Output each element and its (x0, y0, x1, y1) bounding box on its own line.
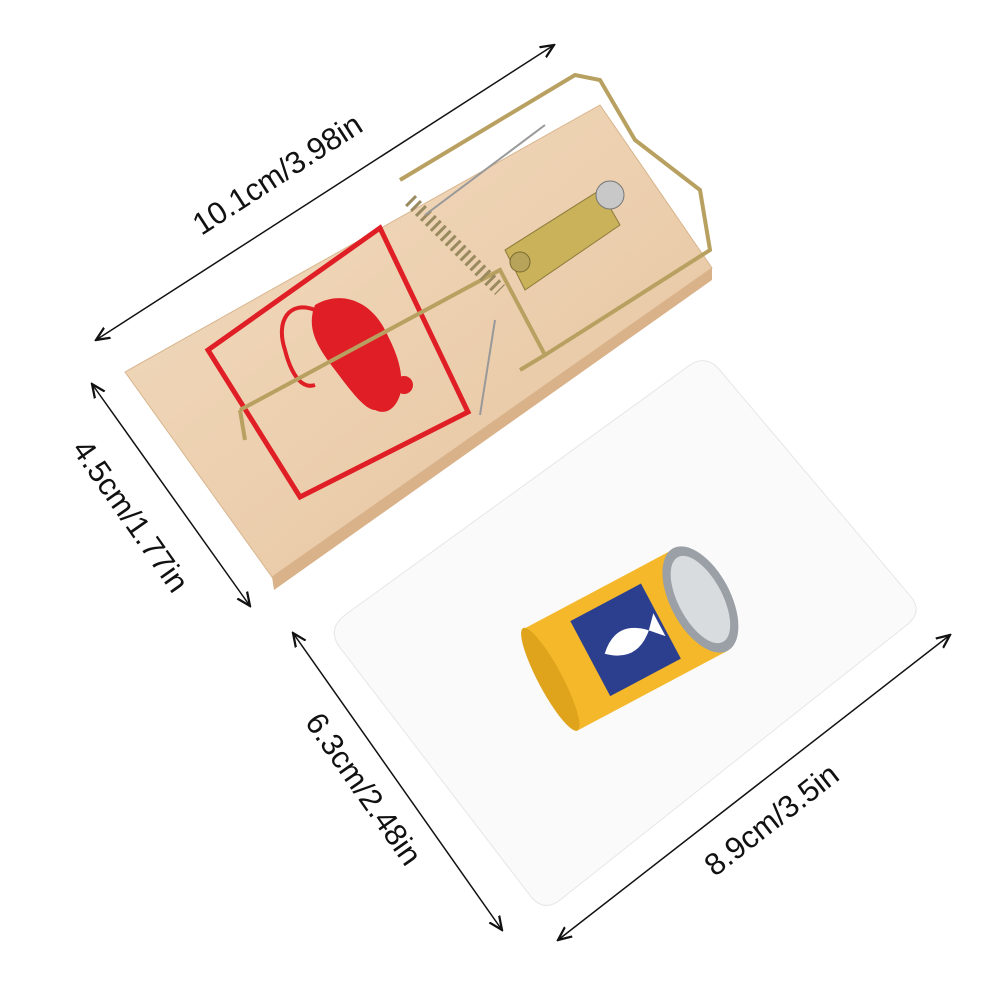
card-height-arrow (293, 633, 502, 930)
trap-length-arrow (96, 45, 554, 340)
trap-width-label: 4.5cm/1.77in (65, 433, 195, 598)
trap-length-label: 10.1cm/3.98in (186, 106, 368, 241)
card-width-arrow (558, 635, 950, 940)
trap-width-arrow (92, 384, 250, 606)
card-width-label: 8.9cm/3.5in (698, 757, 846, 883)
